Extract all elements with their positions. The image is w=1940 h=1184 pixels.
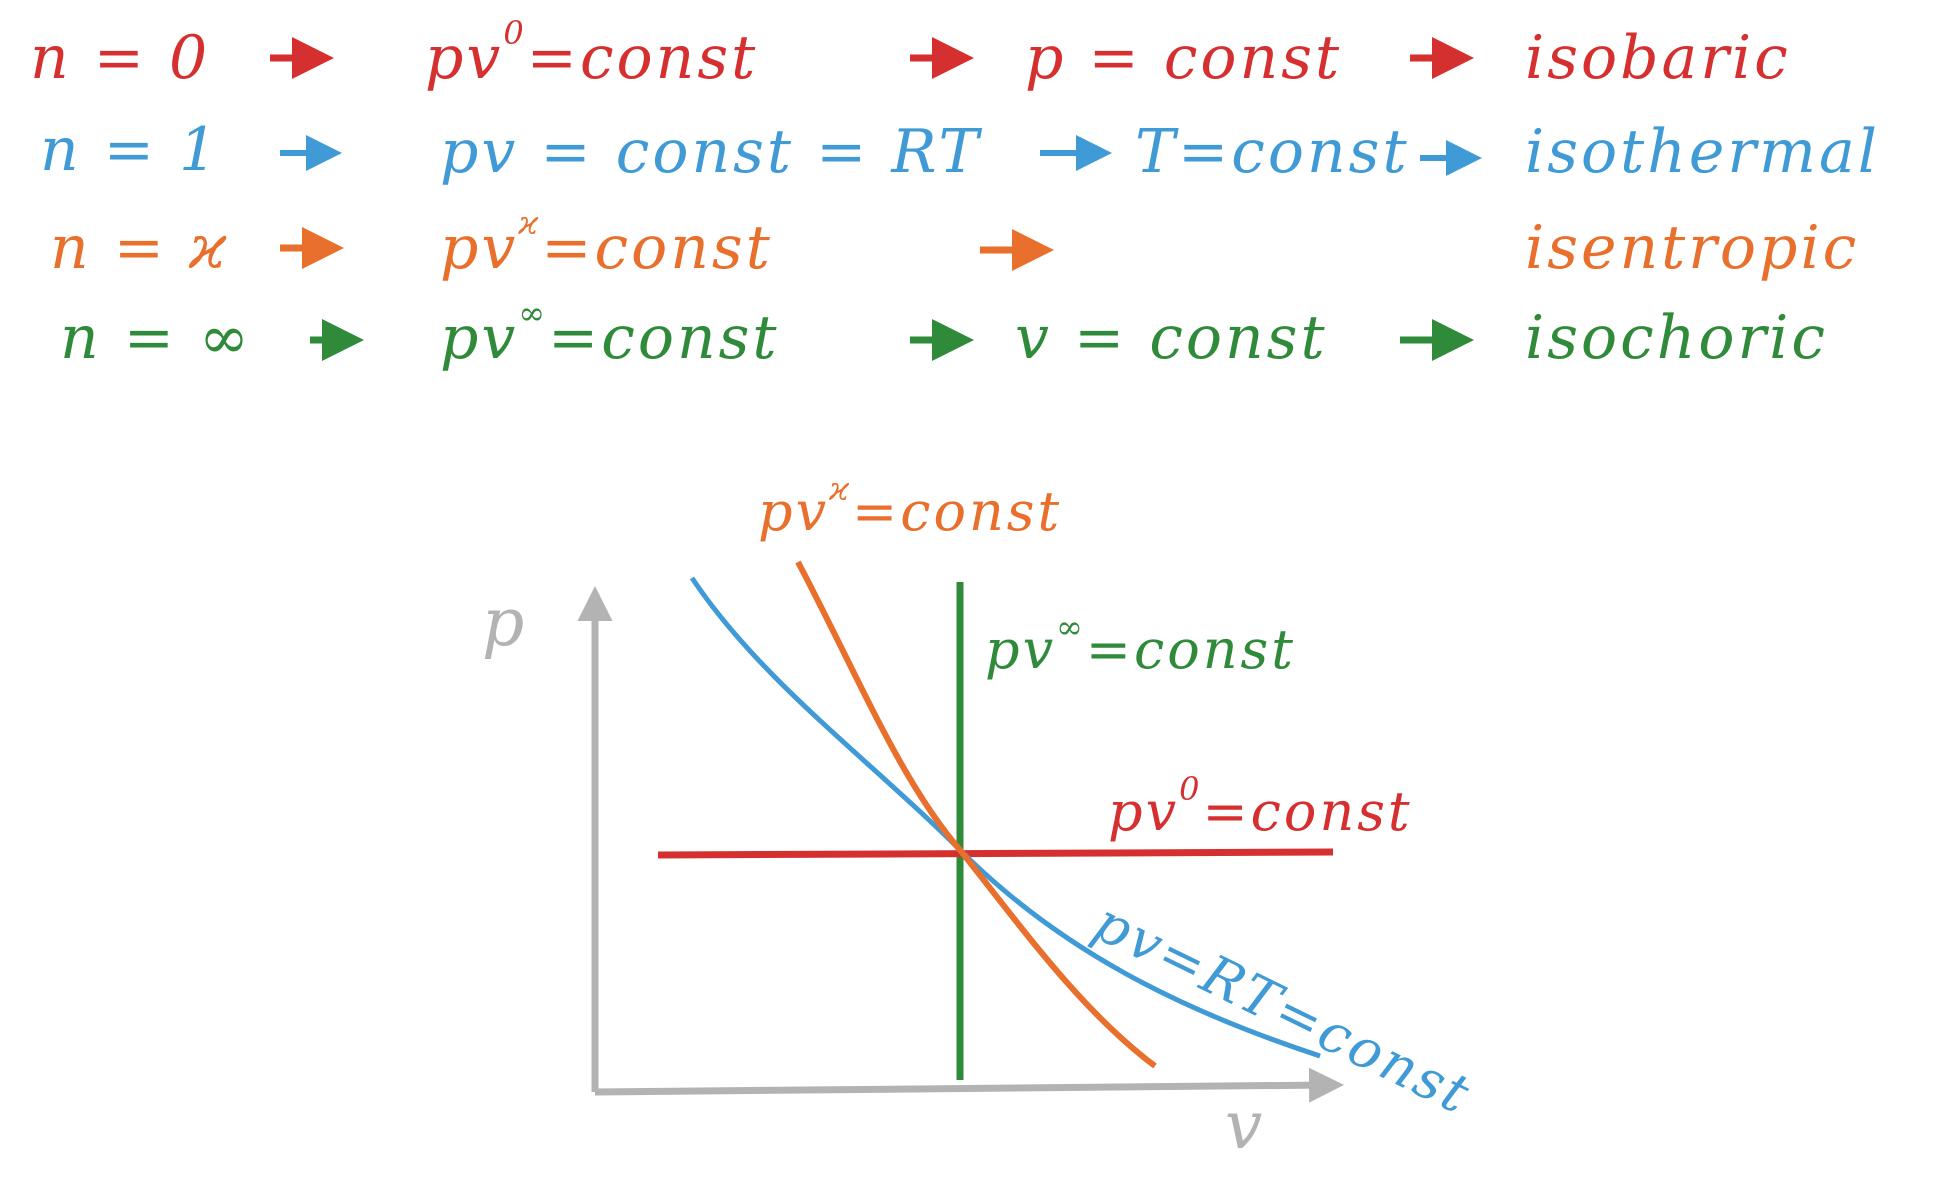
row-isochoric: n = ∞ pv∞=const v = const isochoric: [60, 294, 1828, 373]
row-process-name: isobaric: [1525, 23, 1791, 93]
isobaric-line: [657, 848, 1334, 859]
pv-diagram: p v pvϰ=const pv∞=const pv0=const pv=RT=…: [482, 470, 1482, 1164]
isochoric-label: pv∞=const: [985, 608, 1296, 681]
row-equation: pv = const = RT: [440, 117, 983, 187]
isobaric-label: pv0=const: [1108, 770, 1413, 843]
x-axis: [594, 1067, 1344, 1103]
isentropic-curve: [795, 560, 1157, 1069]
row-process-name: isothermal: [1525, 117, 1880, 187]
isentropic-label: pvϰ=const: [758, 470, 1062, 543]
row-process-name: isentropic: [1525, 213, 1859, 283]
row-isentropic: n = ϰ pvϰ=const isentropic: [50, 204, 1859, 283]
y-axis-label: p: [482, 584, 524, 661]
row-n-value: n = ϰ: [50, 213, 229, 283]
row-n-value: n = ∞: [60, 303, 252, 373]
row-process-name: isochoric: [1525, 303, 1828, 373]
row-equation: pv0=const: [425, 14, 758, 93]
row-equation: pv∞=const: [440, 294, 780, 373]
row-simplified: p = const: [1025, 23, 1342, 93]
x-axis-label: v: [1225, 1087, 1262, 1164]
row-equation: pvϰ=const: [440, 204, 773, 283]
row-n-value: n = 1: [40, 115, 220, 185]
isothermal-label: pv=RT=const: [1084, 890, 1481, 1127]
row-simplified: v = const: [1015, 303, 1328, 373]
row-isobaric: n = 0 pv0=const p = const isobaric: [30, 14, 1791, 93]
row-simplified: T=const: [1135, 117, 1410, 187]
row-isothermal: n = 1 pv = const = RT T=const isothermal: [40, 115, 1880, 187]
row-n-value: n = 0: [30, 23, 210, 93]
